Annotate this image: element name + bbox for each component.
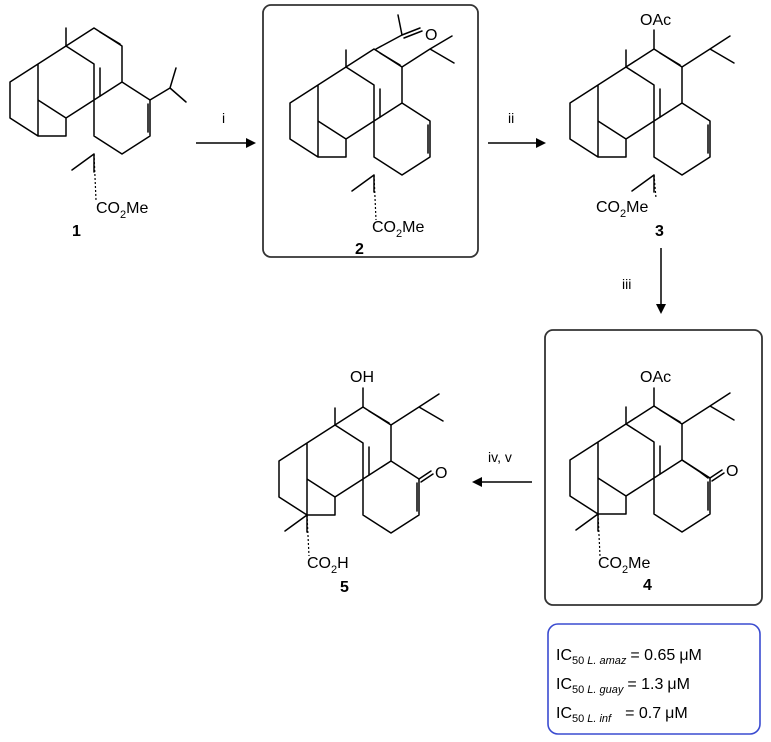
compound-2-number: 2 (355, 241, 364, 258)
compound-3-acetate: OAc (640, 12, 671, 29)
reagent-i: i (222, 110, 225, 126)
arrow-step-iv-v: iv, v (472, 449, 532, 487)
activity-box (547, 623, 761, 735)
compound-5-hydroxyl: OH (350, 369, 374, 386)
arrow-step-iii: iii (622, 248, 666, 314)
compound-2-ester: CO2Me (372, 219, 424, 240)
reagent-ii: ii (508, 110, 514, 126)
compound-2: O CO2Me 2 (289, 14, 455, 258)
compound-1: CO2Me 1 (9, 27, 187, 240)
svg-text:CO2Me: CO2Me (598, 555, 650, 576)
compound-4: O OAc CO2Me 4 (569, 369, 738, 594)
reagent-iii: iii (622, 276, 631, 292)
compound-1-number: 1 (72, 223, 81, 240)
compound-2-box (262, 4, 479, 258)
compound-3: OAc CO2Me 3 (569, 12, 735, 240)
compound-3-ester: CO2Me (596, 199, 648, 220)
compound-5-acid: CO2H (307, 555, 349, 576)
compound-3-number: 3 (655, 223, 664, 240)
compound-5: O OH CO2H 5 (278, 369, 447, 596)
compound-2-ketone-O: O (425, 27, 437, 44)
compound-4-number: 4 (643, 577, 652, 594)
compound-5-ketone-O: O (435, 465, 447, 482)
compound-4-ketone-O: O (726, 463, 738, 480)
compound-4-box (544, 329, 763, 606)
compound-5-number: 5 (340, 579, 349, 596)
svg-text:CO2Me: CO2Me (372, 219, 424, 240)
svg-text:CO2Me: CO2Me (96, 200, 148, 221)
svg-text:CO2H: CO2H (307, 555, 349, 576)
arrow-step-ii: ii (488, 110, 546, 148)
reagent-iv-v: iv, v (488, 449, 512, 465)
svg-text:CO2Me: CO2Me (596, 199, 648, 220)
compound-4-acetate: OAc (640, 369, 671, 386)
arrow-step-i: i (196, 110, 256, 148)
compound-4-ester: CO2Me (598, 555, 650, 576)
compound-1-ester: CO2Me (96, 200, 148, 221)
